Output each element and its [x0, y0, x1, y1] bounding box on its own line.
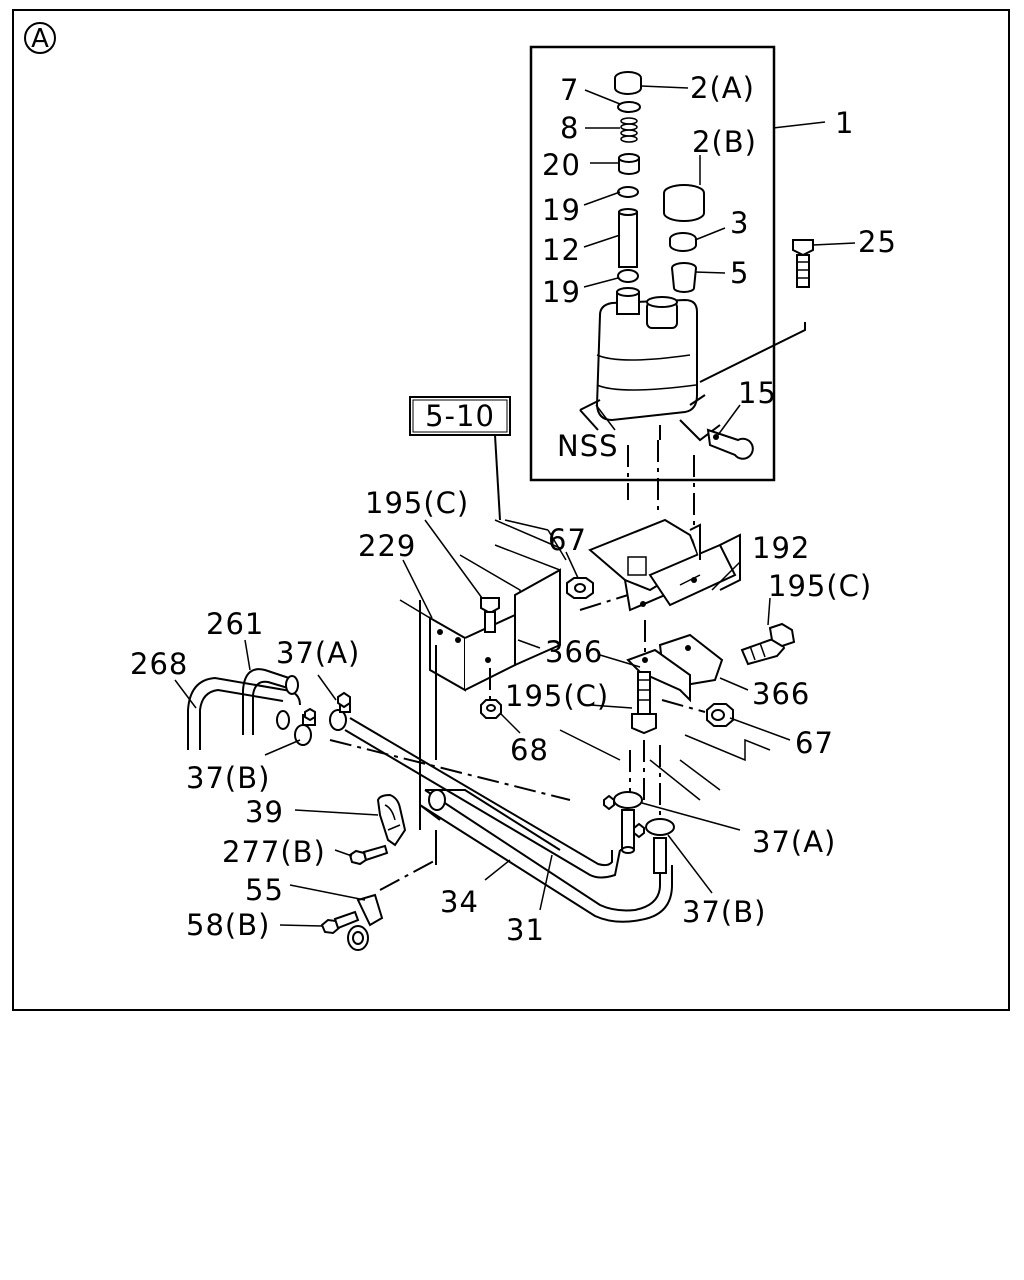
callout-366-left: 366 — [545, 635, 603, 669]
callout-195c-right: 195(C) — [768, 569, 872, 603]
washer-19-upper-part — [617, 186, 639, 198]
screw-58b-part — [320, 910, 360, 935]
bolt-25-part — [792, 239, 814, 288]
bolt-25-leader-path — [699, 322, 806, 383]
callout-8: 8 — [560, 111, 579, 145]
bolt-195c-right-part — [740, 622, 796, 666]
clamp-37b-left-part — [294, 707, 316, 746]
nut-67-top-part — [566, 577, 594, 599]
clip-39-part — [376, 793, 407, 847]
callout-229: 229 — [358, 529, 416, 563]
oring-7-part — [617, 101, 641, 113]
reference-box-label: 5-10 — [425, 399, 495, 433]
callout-34: 34 — [440, 885, 479, 919]
leader-lines — [174, 85, 856, 927]
washer-19-lower-part — [617, 269, 639, 283]
callout-19-upper: 19 — [542, 193, 581, 227]
bracket-366-right-part — [626, 633, 724, 703]
strainer-3-part — [669, 232, 697, 252]
callout-2b: 2(B) — [692, 125, 757, 159]
reservoir-inset-box — [529, 45, 776, 482]
callout-20: 20 — [542, 148, 581, 182]
callout-37a-left: 37(A) — [276, 636, 360, 670]
view-marker: A — [24, 22, 56, 54]
clamp-37a-left-part — [329, 691, 351, 731]
cap-2a-part — [614, 71, 642, 95]
callout-277b: 277(B) — [222, 835, 326, 869]
bolt-195c-top-part — [480, 597, 500, 633]
callout-55: 55 — [245, 873, 284, 907]
nut-67-right-part — [706, 703, 734, 727]
callout-58b: 58(B) — [186, 908, 270, 942]
filter-5-part — [671, 262, 697, 293]
frame-rail-outline — [459, 434, 771, 801]
view-marker-label: A — [31, 24, 49, 54]
main-bracket-part — [588, 518, 741, 612]
callout-25: 25 — [858, 225, 897, 259]
nut-68-part — [480, 699, 502, 719]
callout-268: 268 — [130, 647, 188, 681]
callout-3: 3 — [730, 206, 749, 240]
clamp-55-part — [347, 893, 384, 951]
cap-2b-part — [663, 184, 705, 222]
callout-261: 261 — [206, 607, 264, 641]
callout-192: 192 — [752, 531, 810, 565]
callout-39: 39 — [245, 795, 284, 829]
callout-15: 15 — [738, 376, 777, 410]
screw-277b-part — [348, 844, 389, 866]
reference-box: 5-10 — [409, 396, 511, 436]
callout-195c-top: 195(C) — [365, 486, 469, 520]
callout-195c-mid: 195(C) — [505, 679, 609, 713]
bolt-195c-mid-part — [631, 671, 657, 735]
callout-67-right: 67 — [795, 726, 834, 760]
reservoir-tank-part — [579, 287, 721, 442]
callout-12: 12 — [542, 233, 581, 267]
pipe-34-part — [419, 789, 673, 923]
callout-366-right: 366 — [752, 677, 810, 711]
callout-37a-right: 37(A) — [752, 825, 836, 859]
callout-31: 31 — [506, 913, 545, 947]
callout-nss: NSS — [557, 429, 619, 463]
callout-5: 5 — [730, 256, 749, 290]
diagram-frame — [12, 9, 1010, 1011]
callout-7: 7 — [560, 73, 579, 107]
hose-261-part — [242, 668, 296, 735]
clamp-37a-right-part — [603, 791, 643, 854]
callout-1: 1 — [835, 106, 854, 140]
callout-67-top: 67 — [548, 523, 587, 557]
callout-68: 68 — [510, 733, 549, 767]
spring-8-part — [620, 117, 638, 143]
valve-20-part — [618, 153, 640, 175]
callout-19-lower: 19 — [542, 275, 581, 309]
callout-2a: 2(A) — [690, 71, 755, 105]
tube-12-part — [618, 208, 638, 268]
callout-37b-left: 37(B) — [186, 761, 270, 795]
callout-37b-right: 37(B) — [682, 895, 766, 929]
clamp-37b-right-part — [633, 818, 675, 874]
clamp-15-part — [706, 428, 754, 460]
